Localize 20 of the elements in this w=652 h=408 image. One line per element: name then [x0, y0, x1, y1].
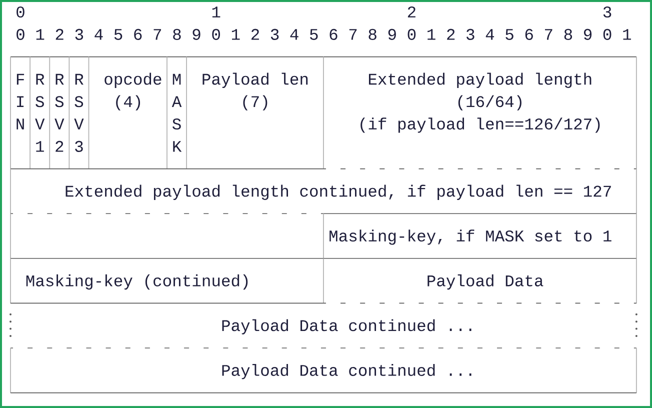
bit-number: 2 [408, 6, 416, 18]
field-cell: opcode (4) [88, 56, 168, 170]
field-cell: M A S K [166, 56, 187, 170]
bit-ruler: 0 1 2 3 4 5 6 7 8 9 0 1 2 3 4 5 6 7 8 9 0 1 2 3 4 5 6 7 8 9 0 1 [16, 28, 631, 40]
bit-number: 0 [16, 6, 24, 18]
bit-number: 3 [603, 6, 612, 18]
empty-cell [10, 213, 324, 259]
field-cell: Payload Data [323, 258, 637, 304]
field-cell: Extended payload length (16/64) (if payload len==126/127) [323, 56, 637, 170]
field-cell: Masking-key, if MASK set to 1 [323, 213, 637, 259]
field-cell: R S V 3 [68, 56, 90, 170]
bit-number: 1 [212, 6, 220, 18]
field-cell: R S V 1 [30, 56, 50, 170]
field-cell: Payload Data continued ... [10, 302, 638, 348]
field-cell: F I N [10, 56, 30, 170]
field-cell: Masking-key (continued) [10, 258, 324, 304]
field-cell: Extended payload length continued, if payload len == 127 [10, 168, 637, 214]
field-cell: Payload Data continued ... [10, 348, 637, 394]
field-cell: Payload len (7) [186, 56, 324, 170]
field-cell: R S V 2 [49, 56, 70, 170]
